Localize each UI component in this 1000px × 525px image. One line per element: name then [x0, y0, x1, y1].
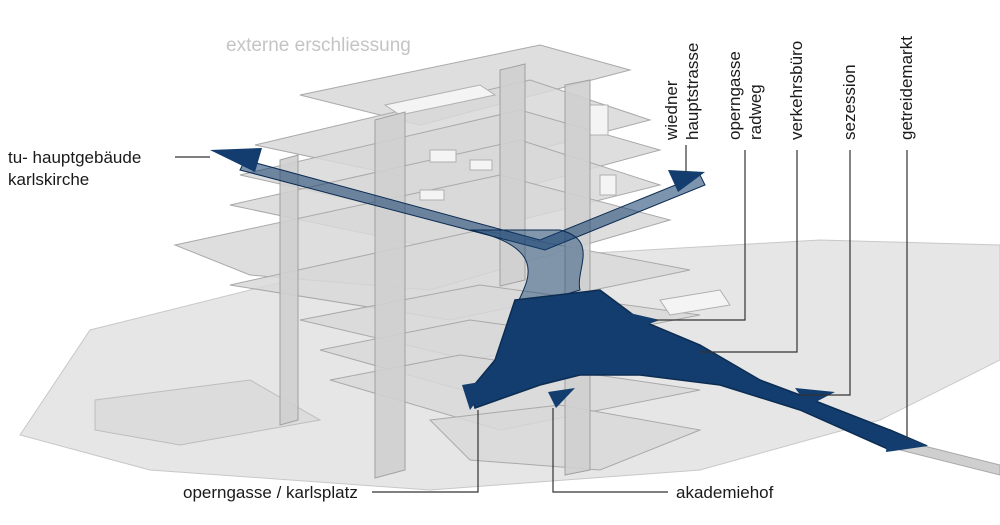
label-karlskirche: karlskirche	[8, 170, 90, 189]
label-tu-hauptgebaeude: tu- hauptgebäude	[8, 148, 142, 167]
label-getreidemarkt: getreidemarkt	[897, 36, 916, 140]
label-hauptstrasse: hauptstrasse	[683, 42, 702, 140]
ground-slab-left	[94, 379, 322, 446]
arrow-wiedner-hauptstrasse	[668, 170, 705, 192]
slab-opening-6	[599, 174, 617, 196]
arrow-sezession	[795, 388, 835, 406]
leader-verkehrsbuero	[700, 150, 798, 353]
arrow-operngasse-radweg	[625, 312, 660, 330]
label-verkehrsbuero: verkehrsbüro	[787, 40, 806, 140]
label-akademiehof: akademiehof	[676, 483, 774, 502]
slab-opening-5	[589, 104, 609, 136]
slab-openings	[383, 84, 731, 316]
upper-bridge	[239, 159, 706, 251]
leader-operngasse-karlsplatz	[372, 410, 479, 493]
core-left	[279, 154, 299, 426]
main-plaza	[469, 289, 928, 451]
slab-opening-3	[469, 159, 493, 171]
label-operngasse-karlsplatz: operngasse / karlsplatz	[183, 483, 358, 502]
arrow-operngasse-karlsplatz	[462, 380, 492, 410]
arrow-akademiehof	[548, 388, 575, 408]
access-routes	[210, 148, 928, 452]
slab-opening-2	[429, 149, 457, 163]
arrow-verkehrsbuero	[672, 344, 705, 362]
leader-operngasse-radweg	[655, 150, 746, 321]
core-middle	[374, 111, 406, 479]
label-radweg: radweg	[746, 84, 765, 140]
arrow-tu-hauptgebaeude	[210, 148, 262, 172]
slab-opening-4	[419, 189, 445, 201]
leader-akademiehof	[552, 408, 668, 493]
arrow-getreidemarkt	[886, 430, 928, 452]
label-wiedner: wiedner	[662, 80, 681, 140]
leader-sezession	[800, 150, 851, 396]
label-operngasse: operngasse	[725, 51, 744, 140]
label-sezession: sezession	[840, 64, 859, 140]
diagram-title: externe erschliessung	[226, 35, 411, 56]
leader-lines	[175, 145, 908, 493]
slab-opening-1	[383, 84, 497, 116]
slab-opening-7	[659, 289, 731, 316]
